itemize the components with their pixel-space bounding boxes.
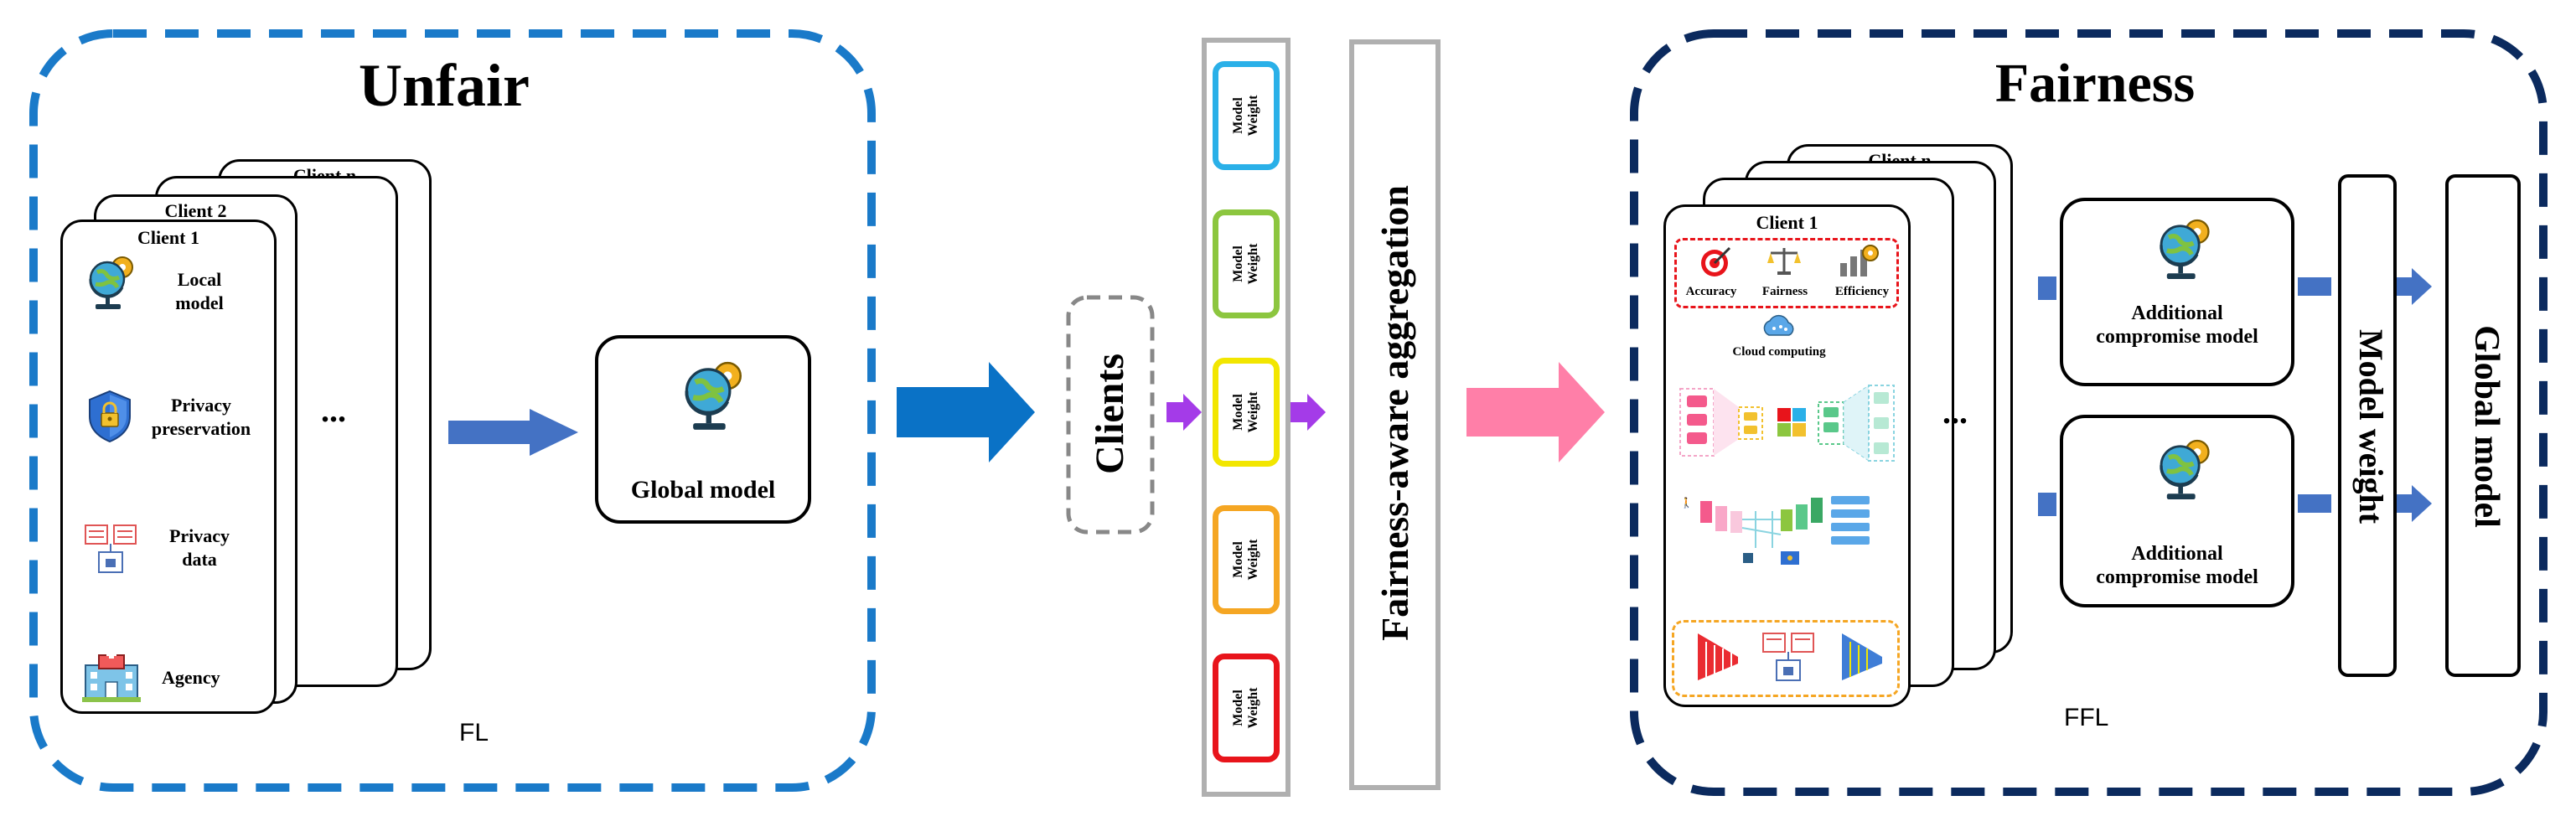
fl-client-card-1: Client 1 (60, 220, 277, 714)
privacy-data-icon (85, 524, 137, 573)
svg-text:🚶: 🚶 (1680, 497, 1693, 509)
aggregation-label: Fairness-aware aggregation (1373, 185, 1416, 641)
fl-step-privacy-preservation-line2: preservation (151, 418, 251, 439)
fl-step-privacy-data-line1: Privacy (168, 525, 230, 546)
ffl-privacy-data-icon (1762, 633, 1814, 681)
fl-caption: FL (459, 719, 489, 747)
ffl-client-card-1-title: Client 1 (1756, 212, 1818, 233)
ffl-global-model-box: Global model (2445, 174, 2521, 677)
ffl-right-arrows (2298, 268, 2432, 522)
cloud-icon (1763, 314, 1794, 336)
fl-step-local-model-line2: model (175, 292, 224, 313)
model-weight-box-4: Model Weight (1213, 505, 1280, 614)
purple-arrow-2 (1291, 394, 1326, 431)
compromise-globe-gear-icon-2 (2160, 439, 2210, 499)
ffl-input-box (1672, 620, 1900, 697)
global-globe-gear-icon (685, 361, 742, 430)
pink-arrow (1466, 362, 1605, 462)
fl-ellipsis: ... (321, 391, 346, 429)
model-weight-box-1-label: Model Weight (1231, 95, 1260, 137)
fl-client-card-2-title: Client 2 (164, 200, 227, 221)
ffl-stack-arrows (2038, 276, 2056, 516)
compromise-model-box-1: Additional compromise model (2060, 198, 2294, 386)
ffl-panel-border (1630, 29, 2548, 796)
cloud-computing-label: Cloud computing (1732, 345, 1826, 359)
model-weight-box-3-label: Model Weight (1231, 391, 1260, 433)
globe-gear-icon (89, 256, 133, 309)
aggregation-box (1349, 39, 1441, 790)
model-weight-box-5-label: Model Weight (1231, 687, 1260, 729)
model-weight-box-1: Model Weight (1213, 61, 1280, 170)
compromise-globe-gear-icon-1 (2160, 219, 2210, 279)
model-weight-box-2: Model Weight (1213, 209, 1280, 318)
ffl-model-weight-box: Model weight (2338, 174, 2397, 677)
model-weight-box-2-label: Model Weight (1231, 243, 1260, 285)
cnn-blocks-icon (1679, 385, 1895, 462)
blue-signal-icon (1842, 633, 1882, 680)
fl-client-card-1-title: Client 1 (137, 227, 199, 248)
target-icon (1701, 246, 1731, 276)
fl-step-agency-label: Agency (162, 667, 220, 688)
compromise-model-2-label: Additional compromise model (2063, 542, 2291, 589)
ffl-ellipsis: ... (1942, 393, 1968, 431)
fl-step-local-model-label: Local model (158, 268, 241, 315)
scales-icon (1767, 248, 1801, 275)
ffl-model-weight-label: Model weight (2352, 328, 2390, 524)
compromise-model-1-line2: compromise model (2096, 326, 2258, 348)
fl-global-model-label: Global model (630, 476, 776, 504)
network-diagram-icon: 🚶 (1680, 496, 1870, 565)
model-weight-box-3: Model Weight (1213, 358, 1280, 467)
fl-title: Unfair (359, 52, 530, 119)
metric-accuracy-label: Accuracy (1685, 285, 1737, 298)
fl-step-privacy-preservation-label: Privacy preservation (134, 394, 268, 441)
ffl-metrics-box (1674, 238, 1899, 308)
hospital-icon (82, 648, 141, 702)
fl-to-global-arrow (448, 409, 578, 456)
model-weight-box-5: Model Weight (1213, 654, 1280, 762)
ffl-title: Fairness (1994, 53, 2196, 114)
efficiency-icon (1840, 245, 1879, 276)
fl-global-model-box: Global model (595, 335, 811, 524)
metric-efficiency-label: Efficiency (1834, 285, 1890, 298)
clients-label: Clients (1088, 354, 1132, 474)
fl-step-local-model-line1: Local (177, 269, 222, 290)
purple-arrow-1 (1166, 394, 1202, 431)
compromise-model-box-2: Additional compromise model (2060, 415, 2294, 607)
compromise-model-2-line1: Additional (2131, 543, 2223, 565)
clients-box (1066, 295, 1155, 535)
compromise-model-1-label: Additional compromise model (2063, 302, 2291, 349)
fl-step-privacy-data-line2: data (182, 549, 217, 570)
fl-panel-border (29, 29, 876, 792)
big-blue-arrow (897, 362, 1035, 462)
model-weight-box-4-label: Model Weight (1231, 539, 1260, 581)
compromise-model-1-line1: Additional (2131, 302, 2223, 324)
ffl-global-model-label: Global model (2467, 325, 2506, 528)
fl-step-privacy-preservation-line1: Privacy (170, 395, 232, 416)
ffl-caption: FFL (2064, 704, 2109, 731)
compromise-model-2-line2: compromise model (2096, 566, 2258, 588)
shield-lock-icon (89, 390, 131, 443)
red-signal-icon (1698, 633, 1738, 680)
fl-step-privacy-data-label: Privacy data (158, 524, 241, 571)
metric-fairness-label: Fairness (1761, 285, 1808, 298)
